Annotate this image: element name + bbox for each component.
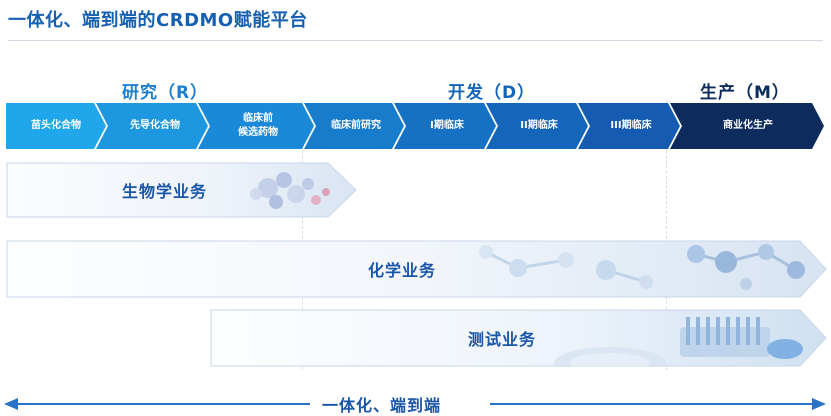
stage-chevron-1 bbox=[6, 103, 106, 149]
molecule-image bbox=[479, 244, 805, 290]
left-arrowhead-icon bbox=[4, 398, 18, 410]
stage-chevron-2 bbox=[96, 103, 208, 149]
stage-label-commercial: 商业化生产 bbox=[723, 120, 773, 131]
testing-business-label: 测试业务 bbox=[468, 330, 537, 349]
stage-label-phase2: II期临床 bbox=[520, 120, 558, 131]
stage-chevron-8 bbox=[670, 103, 824, 149]
phase-research-label: 研究（R） bbox=[122, 83, 209, 103]
biology-business-label: 生物学业务 bbox=[122, 182, 208, 201]
stage-process-bar bbox=[6, 103, 824, 149]
stage-chevron-6 bbox=[486, 103, 588, 149]
stage-label-preclinical-research: 临床前研究 bbox=[331, 120, 381, 131]
page-title: 一体化、端到端的CRDMO赋能平台 bbox=[8, 10, 308, 31]
lab-equipment-image bbox=[554, 317, 803, 367]
stage-chevron-7 bbox=[578, 103, 680, 149]
right-arrowhead-icon bbox=[812, 398, 826, 410]
stage-label-hit: 苗头化合物 bbox=[31, 120, 81, 131]
end-to-end-arrow bbox=[4, 398, 826, 410]
stage-chevron-3 bbox=[198, 103, 314, 149]
stage-chevron-5 bbox=[394, 103, 496, 149]
phase-divider-rd bbox=[302, 100, 303, 370]
stage-label-phase1: I期临床 bbox=[430, 120, 464, 131]
phase-development-label: 开发（D） bbox=[448, 83, 536, 103]
protein-structure-image bbox=[250, 172, 330, 209]
phase-divider-dm bbox=[666, 100, 667, 370]
stage-label-phase3: III期临床 bbox=[610, 120, 652, 131]
stage-chevron-4 bbox=[304, 103, 404, 149]
stage-label-preclinical-candidate: 临床前 候选药物 bbox=[238, 113, 278, 138]
testing-business-band: 测试业务 bbox=[210, 309, 828, 367]
title-divider bbox=[8, 40, 823, 41]
chemistry-business-band: 化学业务 bbox=[6, 240, 828, 298]
end-to-end-label: 一体化、端到端 bbox=[322, 396, 442, 415]
stage-label-lead: 先导化合物 bbox=[130, 120, 180, 131]
biology-business-band: 生物学业务 bbox=[6, 162, 358, 218]
phase-manufacturing-label: 生产（M） bbox=[700, 83, 790, 103]
chemistry-business-label: 化学业务 bbox=[368, 261, 437, 280]
